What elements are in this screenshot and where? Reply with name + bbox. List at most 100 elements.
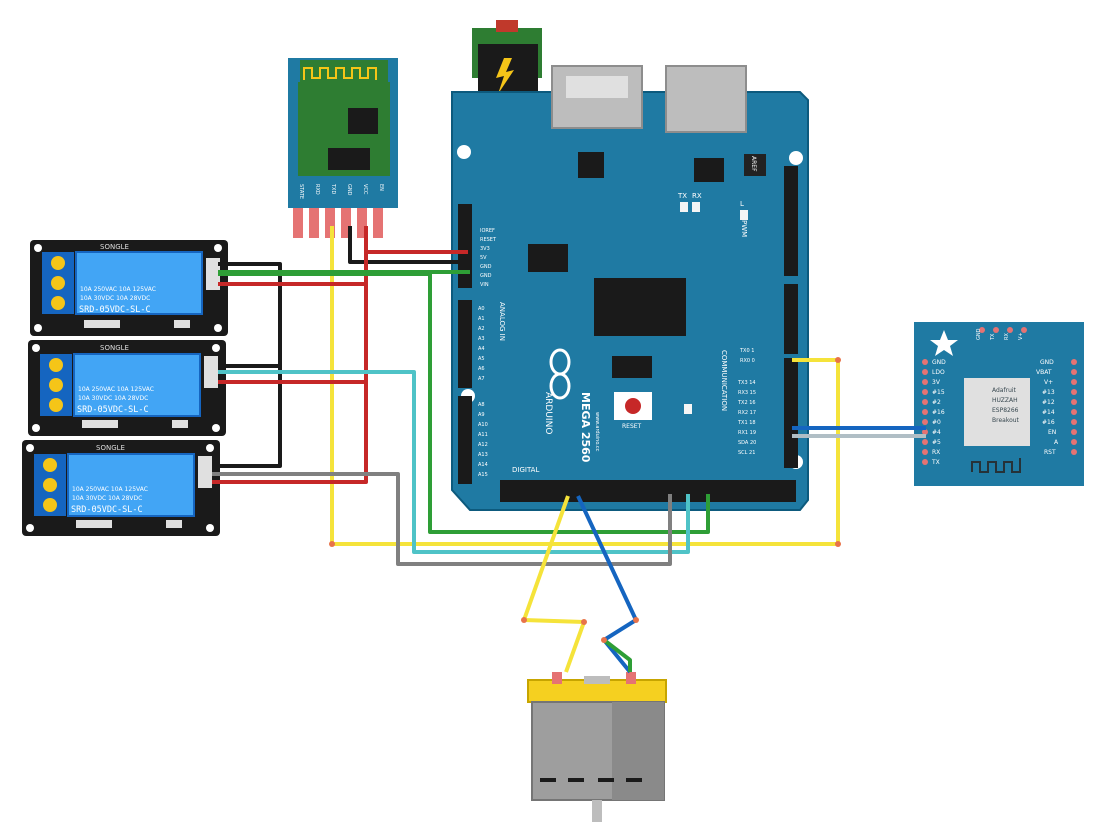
esp-pin-label: RX (1004, 333, 1010, 340)
bt-pin-label: GND (346, 184, 352, 196)
analog-header-2 (458, 396, 472, 484)
esp-pin (1071, 369, 1077, 375)
lightning-icon (496, 58, 514, 94)
mount-hole (789, 151, 803, 165)
mount-hole (214, 324, 222, 332)
relay-led (84, 320, 120, 328)
relay-input-header (206, 258, 220, 290)
analog-pin-label: A6 (478, 366, 485, 372)
esp-pin (1007, 327, 1013, 333)
relay-model: SRD-05VDC-SL-C (71, 505, 143, 515)
communication-label: COMMUNICATION (720, 350, 728, 411)
on-led (684, 404, 692, 414)
wire-junctions (329, 357, 841, 643)
esp-pin-label: RST (1044, 449, 1056, 456)
analog-pin-label: A4 (478, 346, 485, 352)
esp-pin-label: #12 (1042, 399, 1055, 406)
analog-pin-label: A7 (478, 376, 485, 382)
esp-pin-label: TX (931, 459, 940, 466)
rx-led (692, 202, 700, 212)
esp-pin (922, 389, 928, 395)
website-label: www.arduino.cc (594, 412, 600, 452)
wire-relay-vcc (218, 252, 368, 286)
esp-chip-line2: HUZZAH (992, 397, 1018, 404)
esp-pin (1071, 409, 1077, 415)
esp-top-pins (979, 327, 1027, 333)
analog-pin-label: A13 (478, 452, 488, 458)
relay-jumper (172, 420, 188, 428)
power-pin-label: IOREF (480, 228, 495, 234)
power-pin-label: GND (480, 264, 492, 270)
esp-antenna-trace (971, 458, 1021, 473)
relay-brand: SONGLE (100, 344, 129, 352)
infinity-logo-right (549, 372, 571, 400)
mount-hole (34, 244, 42, 252)
relay-model: SRD-05VDC-SL-C (79, 305, 151, 315)
comm-pin-label: RX1 19 (738, 430, 756, 436)
bt-pin-label: RXD (314, 184, 320, 195)
esp-pin-label: #16 (1042, 419, 1055, 426)
usb-a-port (566, 76, 628, 98)
analog-pin-label: A5 (478, 356, 485, 362)
wire-relay-gnd-2 (218, 366, 282, 468)
analog-in-label: ANALOG IN (498, 302, 506, 341)
esp-right-pin-labels: GND VBAT V+ #13 #12 #14 #16 EN A RST (1036, 359, 1059, 456)
digital-header-mid (784, 284, 798, 354)
mount-hole (26, 444, 34, 452)
esp-shield-can (964, 378, 1030, 446)
esp-pin (1071, 389, 1077, 395)
analog-pin-label: A14 (478, 462, 488, 468)
analog-pin-label: A12 (478, 442, 488, 448)
wire-motor-yellow (522, 495, 586, 673)
relay-rating-1: 10A 250VAC 10A 125VAC (72, 486, 148, 493)
esp-pin (1071, 439, 1077, 445)
comm-pin-label: SDA 20 (738, 440, 756, 446)
relay-module-1: SONGLE 10A 250VAC 10A 125VAC 10A 30VDC 1… (30, 240, 228, 336)
comm-pin-label: TX2 16 (737, 400, 756, 406)
arduino-brand-label: ARDUINO (543, 392, 553, 434)
esp-pin (922, 369, 928, 375)
digital-label: DIGITAL (512, 466, 539, 474)
motor-shaft (592, 800, 602, 822)
bt-antenna-trace (303, 67, 377, 80)
mount-hole (26, 524, 34, 532)
comm-pin-label: TX0 1 (739, 348, 754, 354)
bt-header-pins (293, 208, 383, 238)
relay-rating-2: 10A 30VDC 10A 28VDC (80, 295, 150, 302)
terminal-screw (43, 478, 57, 492)
arduino-logo (549, 348, 571, 400)
board-name-label: MEGA 2560 (579, 392, 592, 463)
esp-pin-label: #16 (932, 409, 945, 416)
esp-pin (1071, 429, 1077, 435)
mount-hole (32, 424, 40, 432)
esp-pin-label: GND (932, 359, 946, 366)
esp-pin-label: V+ (1018, 332, 1024, 340)
mount-hole (34, 324, 42, 332)
wire-relay2-signal (218, 370, 690, 554)
wire-junction (521, 617, 527, 623)
esp-chip-line4: Breakout (992, 417, 1020, 424)
relay-module-3: SONGLE 10A 250VAC 10A 125VAC 10A 30VDC 1… (22, 440, 220, 536)
terminal-screw (51, 296, 65, 310)
comm-header (784, 358, 798, 468)
terminal-screw (49, 378, 63, 392)
esp-pin-label: #14 (1042, 409, 1055, 416)
terminal-screw (51, 256, 65, 270)
mount-hole (212, 424, 220, 432)
esp-pin (1071, 449, 1077, 455)
esp-chip-line3: ESP8266 (992, 407, 1019, 414)
esp-pin-label: EN (1048, 429, 1056, 436)
relay-brand: SONGLE (96, 444, 125, 452)
esp-pin-label: #5 (932, 439, 941, 446)
esp-pin (922, 459, 928, 465)
terminal-screw (43, 458, 57, 472)
terminal-screw (43, 498, 57, 512)
comm-pin-label: RX2 17 (738, 410, 756, 416)
bt-pin (341, 208, 351, 238)
pwm-label: PWM (740, 220, 748, 237)
motor-bushing (584, 676, 610, 684)
wire-junction (329, 541, 335, 547)
l-label: L (740, 200, 744, 208)
atmega2560-chip (594, 278, 686, 336)
reset-button-cap[interactable] (625, 398, 641, 414)
